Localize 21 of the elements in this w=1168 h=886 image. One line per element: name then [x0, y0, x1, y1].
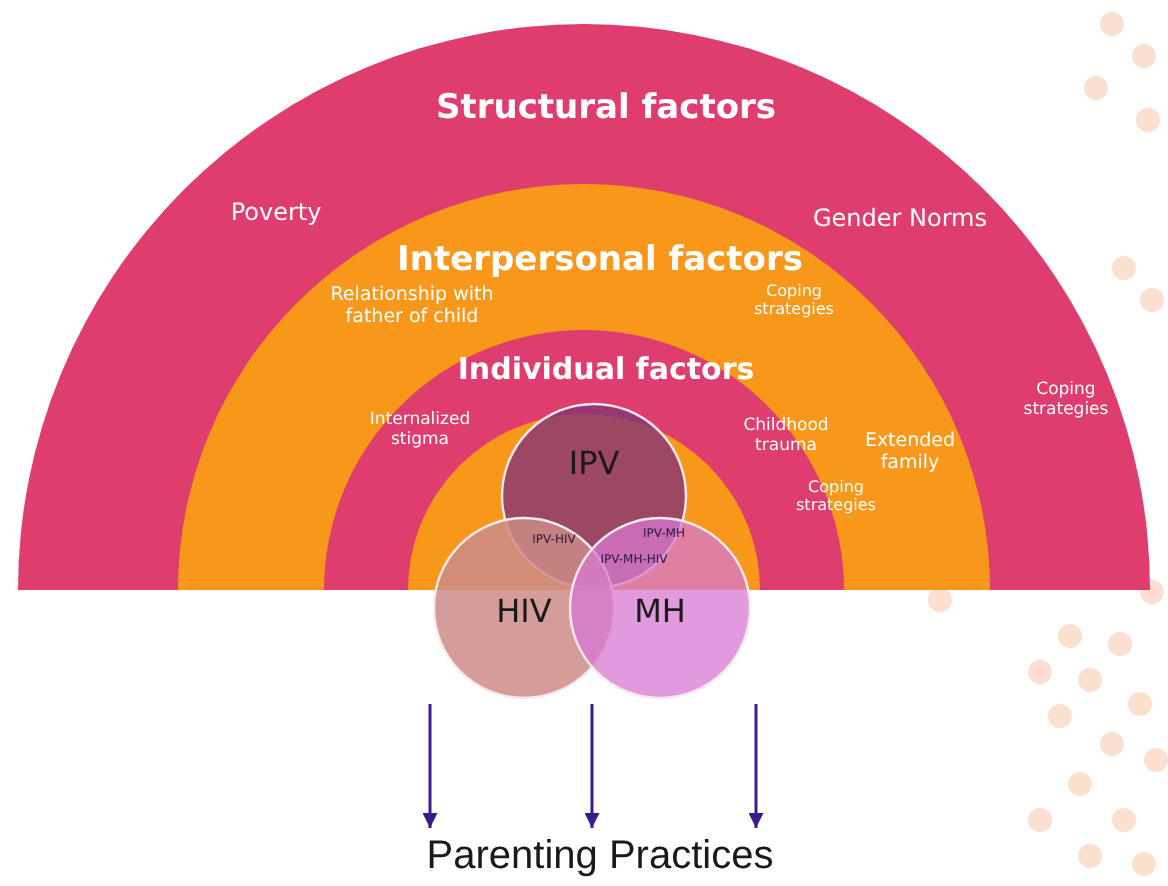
- factor-label: Coping strategies: [1021, 382, 1111, 422]
- factor-label: Childhood trauma: [741, 418, 831, 458]
- arrow: [748, 704, 764, 828]
- circle-label: IPV: [568, 445, 620, 483]
- band-heading: Individual factors: [457, 352, 755, 388]
- factor-label: Coping strategies: [794, 477, 878, 515]
- factor-label: Gender Norms: [812, 206, 988, 234]
- factor-label: Extended family: [862, 432, 958, 476]
- factor-label: Internalized stigma: [367, 412, 473, 452]
- factor-label: Poverty: [230, 200, 322, 228]
- factor-label: Coping strategies: [752, 281, 836, 319]
- arrow: [422, 704, 438, 828]
- outcome-label: Parenting Practices: [360, 828, 840, 886]
- semicircle-band: [18, 24, 1150, 590]
- factor-label: Relationship with father of child: [328, 286, 496, 330]
- band-heading: Interpersonal factors: [397, 242, 803, 282]
- circle-label: MH: [634, 593, 686, 631]
- arrow: [584, 704, 600, 828]
- band-heading: Structural factors: [435, 90, 777, 130]
- circle-label: HIV: [496, 593, 552, 631]
- semicircle-band: [178, 184, 990, 590]
